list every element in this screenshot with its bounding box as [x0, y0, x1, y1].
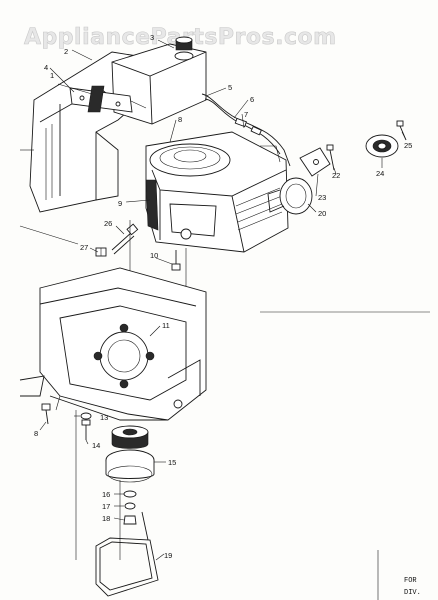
callout-1: 1	[50, 71, 54, 80]
pulley-15	[105, 425, 155, 483]
air-cleaner	[267, 177, 313, 215]
corner-note: FOR DIV.	[377, 550, 421, 600]
callout-26: 26	[104, 219, 112, 228]
washer-16	[123, 490, 137, 498]
callout-23: 23	[318, 193, 326, 202]
nut-27	[95, 247, 107, 257]
callout-5: 5	[228, 83, 232, 92]
screw-22	[326, 144, 335, 171]
callout-3: 3	[150, 33, 154, 42]
bolt-8	[41, 403, 51, 425]
fuel-tank	[111, 36, 207, 125]
callout-7: 7	[244, 110, 248, 119]
leader-lines	[39, 39, 407, 561]
callout-14: 14	[92, 441, 100, 450]
belt-guide-19	[95, 511, 159, 597]
callout-16: 16	[102, 490, 110, 499]
callout-4: 4	[44, 63, 48, 72]
corner-note-line2: DIV.	[404, 589, 421, 597]
callout-25: 25	[404, 141, 412, 150]
callout-11: 11	[162, 321, 170, 330]
callout-8-bottom: 8	[34, 429, 38, 438]
callout-2: 2	[64, 47, 68, 56]
washer-17	[124, 502, 136, 510]
chassis-frame	[19, 267, 207, 421]
callout-24: 24	[376, 169, 384, 178]
cap-24	[365, 134, 399, 158]
callout-17: 17	[102, 502, 110, 511]
bolt-26	[111, 223, 139, 255]
callout-15: 15	[168, 458, 176, 467]
callout-19: 19	[164, 551, 172, 560]
callout-6: 6	[250, 95, 254, 104]
callout-13: 13	[100, 413, 108, 422]
callout-20: 20	[318, 209, 326, 218]
callout-9: 9	[118, 199, 122, 208]
callout-22: 22	[332, 171, 340, 180]
nut-18	[123, 515, 137, 525]
cover-plate	[299, 147, 331, 177]
washer-13	[80, 412, 92, 420]
bolt-14	[81, 419, 91, 440]
bolt-10	[171, 250, 181, 271]
callout-10: 10	[150, 251, 158, 260]
callout-8-top: 8	[178, 115, 182, 124]
tank-bracket	[69, 85, 133, 113]
callout-27: 27	[80, 243, 88, 252]
callout-18: 18	[102, 514, 110, 523]
corner-note-line1: FOR	[404, 577, 417, 585]
engine	[145, 131, 289, 253]
callout-labels: 1 2 3 4 5 6 7 8 9 10 11 8 13 14 15 16 17…	[34, 33, 412, 560]
